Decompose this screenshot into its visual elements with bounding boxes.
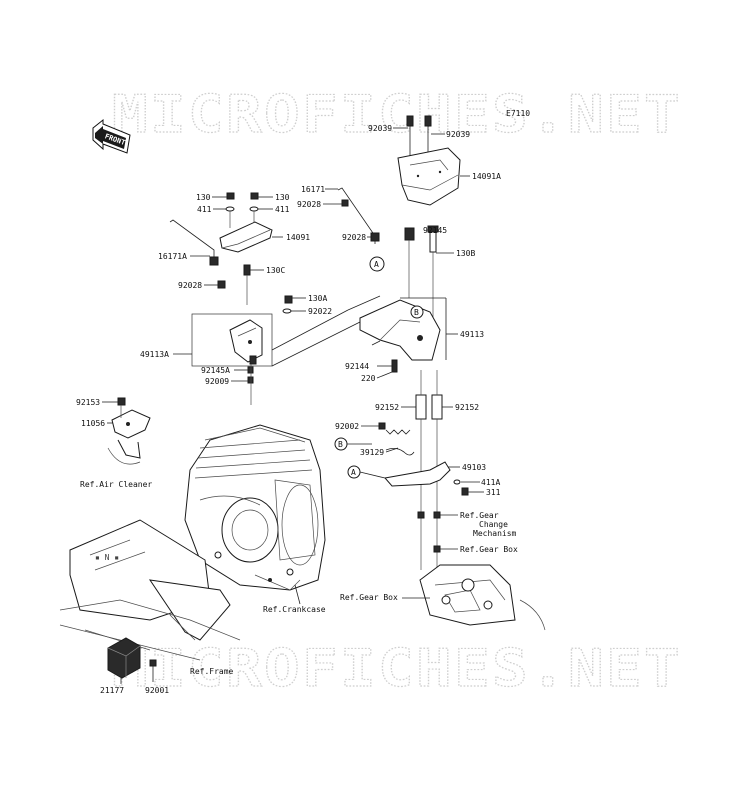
label-16171: 16171 — [301, 185, 325, 194]
clip-92028-left — [217, 280, 226, 289]
marker-a-upper-text: A — [374, 260, 379, 269]
rod-16171a — [169, 219, 219, 266]
svg-text:▪ N ▪: ▪ N ▪ — [95, 553, 119, 562]
label-ref-frame: Ref.Frame — [190, 667, 234, 676]
cover-14091 — [219, 192, 283, 253]
label-92022: 92022 — [308, 307, 332, 316]
bracket-49113a — [191, 313, 273, 405]
marker-b-lower-text: B — [338, 440, 343, 449]
label-ref-gear-change-1: Ref.Gear — [460, 511, 499, 520]
front-arrow-icon: FRONT — [92, 118, 131, 154]
label-92001: 92001 — [145, 686, 169, 695]
watermark-bottom: MICROFICHES.NET — [112, 639, 682, 699]
bolt-130a — [284, 295, 293, 304]
label-49113: 49113 — [460, 330, 484, 339]
spacers-92152 — [415, 370, 443, 570]
bracket-49113: B — [359, 225, 458, 373]
label-39129: 39129 — [360, 448, 384, 457]
gear-box — [402, 511, 546, 631]
cover-14091a — [397, 115, 470, 206]
label-92028-left: 92028 — [178, 281, 202, 290]
label-11056: 11056 — [81, 419, 105, 428]
label-130-a: 130 — [196, 193, 211, 202]
label-92028-top: 92028 — [297, 200, 321, 209]
label-92039-left: 92039 — [368, 124, 392, 133]
bolt-130c — [243, 264, 251, 305]
label-ref-gear-change-2: Change — [479, 520, 508, 529]
label-21177: 21177 — [100, 686, 124, 695]
guide-lines — [271, 295, 381, 367]
label-92153: 92153 — [76, 398, 100, 407]
marker-b-upper — [410, 305, 424, 319]
label-92144: 92144 — [345, 362, 369, 371]
label-130c: 130C — [266, 266, 285, 275]
engine-crankcase — [184, 424, 326, 605]
frame: ▪ N ▪ — [59, 519, 241, 661]
label-ref-crankcase: Ref.Crankcase — [263, 605, 326, 614]
label-130-b: 130 — [275, 193, 290, 202]
label-ref-gear-box-2: Ref.Gear Box — [340, 593, 398, 602]
label-92152-right: 92152 — [455, 403, 479, 412]
label-49103: 49103 — [462, 463, 486, 472]
bracket-11056 — [107, 397, 151, 465]
label-e7110: E7110 — [506, 109, 530, 118]
label-92039-right: 92039 — [446, 130, 470, 139]
label-92145: 92145 — [423, 226, 447, 235]
part-labels: E7110 92039 92039 14091A 130 130 411 411… — [76, 109, 530, 695]
label-92009: 92009 — [205, 377, 229, 386]
label-92152-left: 92152 — [375, 403, 399, 412]
label-411a: 411A — [481, 478, 500, 487]
label-14091a: 14091A — [472, 172, 501, 181]
lever-49103: B A — [334, 422, 484, 496]
marker-a-upper — [369, 256, 385, 272]
label-92028-mid: 92028 — [342, 233, 366, 242]
marker-b-upper-text: B — [414, 308, 419, 317]
label-411-b: 411 — [275, 205, 290, 214]
washer-92022 — [282, 308, 292, 314]
label-ref-air-cleaner: Ref.Air Cleaner — [80, 480, 152, 489]
rod-16171: A — [337, 187, 385, 272]
label-130a: 130A — [308, 294, 327, 303]
label-411-a: 411 — [197, 205, 212, 214]
label-16171a: 16171A — [158, 252, 187, 261]
label-311: 311 — [486, 488, 501, 497]
label-130b: 130B — [456, 249, 475, 258]
box-21177 — [107, 637, 157, 684]
watermark-top: MICROFICHES.NET — [112, 85, 682, 145]
label-49113a: 49113A — [140, 350, 169, 359]
label-14091: 14091 — [286, 233, 310, 242]
label-ref-gear-box-1: Ref.Gear Box — [460, 545, 518, 554]
marker-a-lower-text: A — [351, 468, 356, 477]
label-92145a: 92145A — [201, 366, 230, 375]
label-220: 220 — [361, 374, 376, 383]
label-92002: 92002 — [335, 422, 359, 431]
label-ref-gear-change-3: Mechanism — [473, 529, 517, 538]
